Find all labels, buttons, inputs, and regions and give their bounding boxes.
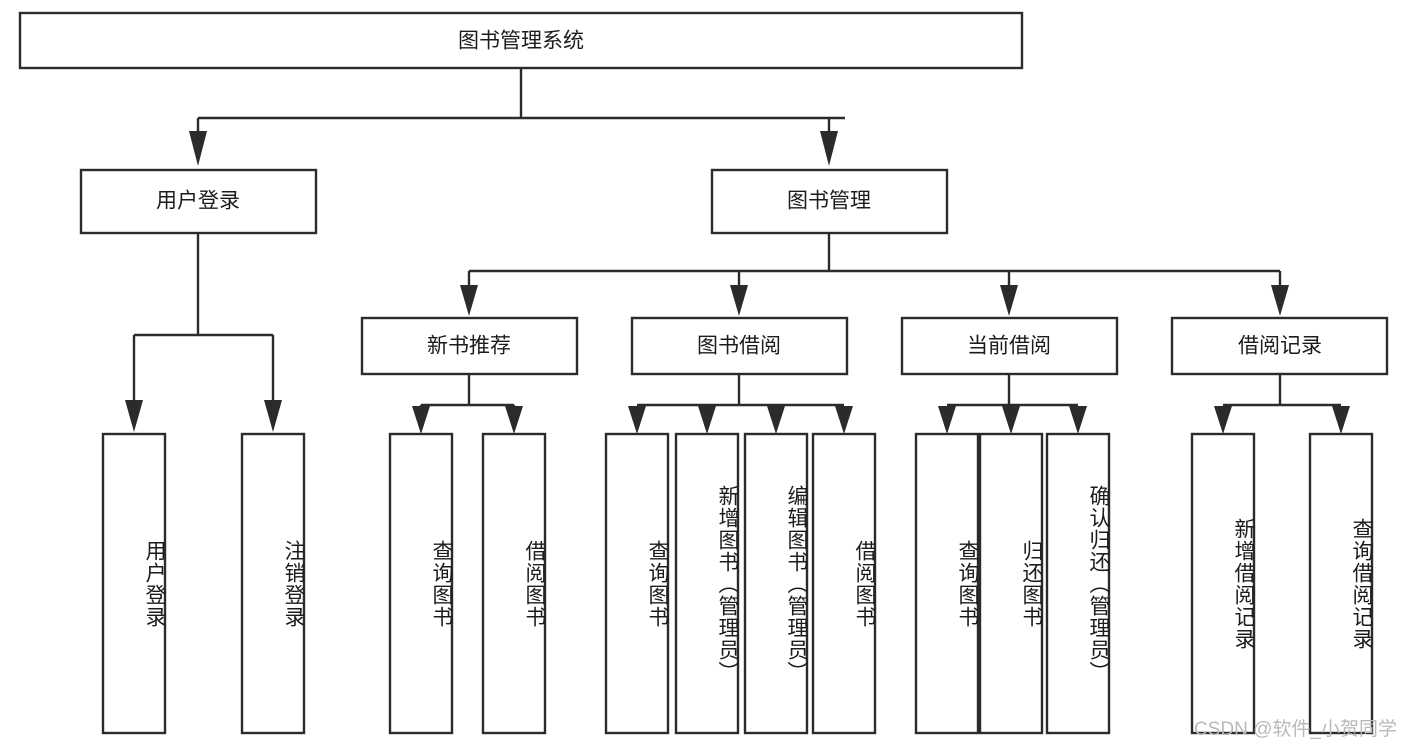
leaf-cell-return-book[interactable]: 归还图书 (980, 434, 1043, 733)
node-box-leaf-borrow-book-2[interactable] (811, 432, 877, 735)
arrow-head-book-borrow-leaf-1 (628, 406, 646, 434)
leaf-cell-query-book-1[interactable]: 查询图书 (390, 434, 453, 733)
node-box-borrow-record[interactable] (1170, 316, 1389, 376)
leaf-label-query-book-2: 查询图书 (646, 539, 669, 628)
node-box-leaf-query-book-2[interactable] (604, 432, 670, 735)
node-label-new-book-rec: 新书推荐 (427, 335, 511, 358)
leaf-label-return-book: 归还图书 (1020, 539, 1043, 628)
leaf-label-add-record: 新增借阅记录 (1232, 517, 1255, 650)
leaf-cell-query-book-2[interactable]: 查询图书 (606, 434, 669, 733)
leaf-label-borrow-book-2: 借阅图书 (853, 539, 876, 628)
node-label-user-login: 用户登录 (156, 190, 240, 213)
leaf-cell-borrow-book-1[interactable]: 借阅图书 (483, 434, 546, 733)
node-box-leaf-query-book-1[interactable] (388, 432, 454, 735)
node-box-leaf-query-record[interactable] (1308, 432, 1374, 735)
arrow-head-borrow-record-leaf-1 (1214, 406, 1232, 434)
arrow-head-book-borrow-leaf-3 (767, 406, 785, 434)
node-box-user-login[interactable] (79, 168, 318, 235)
leaf-cell-add-book[interactable]: 新增图书（管理员） (676, 434, 739, 733)
leaf-label-edit-book: 编辑图书（管理员） (785, 485, 808, 683)
arrow-head-book-manage-child-4 (1271, 285, 1289, 316)
node-box-new-book-rec[interactable] (360, 316, 579, 376)
leaf-label-confirm-return: 确认归还（管理员） (1087, 485, 1110, 683)
connector-group-borrow-record-to-leaves (1214, 374, 1350, 434)
leaf-cell-borrow-book-2[interactable]: 借阅图书 (813, 434, 876, 733)
node-box-leaf-edit-book[interactable] (743, 432, 809, 735)
arrow-head-user-login-leaf-1 (125, 400, 143, 432)
leaf-label-query-book-3: 查询图书 (956, 539, 979, 628)
csdn-watermark: CSDN @软件_小贺同学 (1194, 719, 1397, 740)
leaf-cell-confirm-return[interactable]: 确认归还（管理员） (1047, 434, 1110, 733)
arrow-head-user-login-leaf-2 (264, 400, 282, 432)
node-label-book-manage: 图书管理 (787, 190, 871, 213)
node-box-leaf-logout[interactable] (240, 432, 306, 735)
node-box-book-borrow[interactable] (630, 316, 849, 376)
leaf-label-user-login: 用户登录 (143, 539, 166, 628)
node-label-root: 图书管理系统 (458, 30, 584, 53)
node-box-leaf-confirm-return[interactable] (1045, 432, 1111, 735)
leaf-cell-add-record[interactable]: 新增借阅记录 (1192, 434, 1255, 733)
arrow-head-borrow-record-leaf-2 (1332, 406, 1350, 434)
node-box-current-borrow[interactable] (900, 316, 1119, 376)
leaf-label-logout: 注销登录 (282, 539, 305, 628)
connector-group-book-manage-to-level3 (460, 233, 1289, 316)
node-box-leaf-borrow-book-1[interactable] (481, 432, 547, 735)
arrow-head-current-borrow-leaf-3 (1069, 406, 1087, 434)
connector-group-root-to-level2 (189, 68, 845, 166)
connector-group-book-borrow-to-leaves (628, 374, 853, 434)
arrow-head-root-to-user-login (189, 131, 207, 166)
node-box-leaf-add-book[interactable] (674, 432, 740, 735)
leaf-cell-query-record[interactable]: 查询借阅记录 (1310, 434, 1373, 733)
node-box-leaf-return-book[interactable] (978, 432, 1044, 735)
leaf-cell-query-book-3[interactable]: 查询图书 (916, 434, 979, 733)
connector-group-user-login-to-leaves (125, 233, 282, 432)
node-box-leaf-add-record[interactable] (1190, 432, 1256, 735)
connector-group-new-book-rec-to-leaves (412, 374, 523, 434)
arrow-head-book-manage-child-1 (460, 285, 478, 316)
arrow-head-current-borrow-leaf-2 (1002, 406, 1020, 434)
leaf-label-query-record: 查询借阅记录 (1350, 517, 1373, 650)
arrow-head-book-manage-child-2 (730, 285, 748, 316)
node-box-leaf-query-book-3[interactable] (914, 432, 980, 735)
node-label-borrow-record: 借阅记录 (1238, 335, 1322, 358)
leaf-label-query-book-1: 查询图书 (430, 539, 453, 628)
connector-group-current-borrow-to-leaves (938, 374, 1087, 434)
arrow-head-book-manage-child-3 (1000, 285, 1018, 316)
node-box-leaf-user-login[interactable] (101, 432, 167, 735)
leaf-cell-edit-book[interactable]: 编辑图书（管理员） (745, 434, 808, 733)
leaf-label-add-book: 新增图书（管理员） (716, 485, 739, 683)
arrow-head-new-book-rec-leaf-2 (505, 406, 523, 434)
arrow-head-new-book-rec-leaf-1 (412, 406, 430, 434)
leaf-cell-user-login[interactable]: 用户登录 (103, 434, 166, 733)
node-label-book-borrow: 图书借阅 (697, 335, 781, 358)
leaf-cell-logout[interactable]: 注销登录 (242, 434, 305, 733)
node-box-root[interactable] (18, 11, 1024, 70)
arrow-head-book-borrow-leaf-4 (835, 406, 853, 434)
node-box-book-manage[interactable] (710, 168, 949, 235)
arrow-head-root-to-book-manage (820, 131, 838, 166)
arrow-head-current-borrow-leaf-1 (938, 406, 956, 434)
node-label-current-borrow: 当前借阅 (967, 335, 1051, 358)
arrow-head-book-borrow-leaf-2 (698, 406, 716, 434)
leaf-label-borrow-book-1: 借阅图书 (523, 539, 546, 628)
